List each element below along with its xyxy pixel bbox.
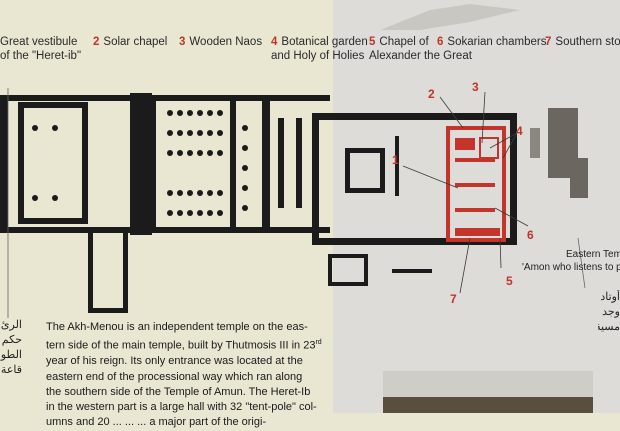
photo-sky xyxy=(383,371,593,397)
legend-num-6: 6 xyxy=(437,36,444,48)
photo-ground xyxy=(383,397,593,413)
right-panel-background xyxy=(333,0,620,413)
callout-1: 1 xyxy=(392,153,399,167)
description-line-4: eastern end of the processional way whic… xyxy=(46,370,303,383)
description-line-2-sup: rd xyxy=(315,339,322,347)
description-line-6: in the western part is a large hall with… xyxy=(46,401,317,414)
description-line-2: tern side of the main temple, built by T… xyxy=(46,335,344,354)
legend-label-6: Sokarian chambers xyxy=(447,36,547,48)
callout-5: 5 xyxy=(506,274,513,288)
description-line-2-text: tern side of the main temple, built by T… xyxy=(46,339,316,352)
legend-num-3: 3 xyxy=(179,36,186,48)
legend-num-4: 4 xyxy=(271,36,278,48)
legend-label-4b: and Holy of Holies xyxy=(271,50,365,62)
callout-6: 6 xyxy=(527,228,534,242)
legend-item-1: Great vestibule of the "Heret-ib" xyxy=(0,35,81,63)
temple-floor-plan xyxy=(0,88,588,318)
legend-label-7: Southern stor xyxy=(555,36,620,48)
legend-label-5b: Alexander the Great xyxy=(369,50,472,62)
callout-7: 7 xyxy=(450,292,457,306)
arabic-text-left: الرئ حكم الطو قاعة xyxy=(0,319,22,376)
description-line-3: year of his reign. Its only entrance was… xyxy=(46,355,303,368)
shadow-silhouette xyxy=(380,4,520,30)
leader-lines xyxy=(7,88,586,318)
legend-label-3: Wooden Naos xyxy=(189,36,263,48)
column-grid-left xyxy=(32,125,58,201)
legend-label-1a: Great vestibule xyxy=(0,36,78,48)
column-grid-hall xyxy=(167,110,248,216)
description-line-5: the southern side of the Temple of Amun.… xyxy=(46,385,311,398)
legend-label-2: Solar chapel xyxy=(103,36,168,48)
arabic-text-right: أوتاد وجد مسية xyxy=(598,291,620,333)
legend-num-5: 5 xyxy=(369,36,376,48)
callout-2: 2 xyxy=(428,87,435,101)
eastern-temple-line2: 'Amon who listens to p xyxy=(522,262,620,273)
legend-label-4a: Botanical garden xyxy=(281,36,368,48)
legend-num-7: 7 xyxy=(545,36,552,48)
legend-label-5a: Chapel of xyxy=(379,36,429,48)
landscape-photo xyxy=(383,371,593,413)
description-text: The Akh-Menou is an independent temple o… xyxy=(46,320,344,431)
eastern-temple-label: Eastern Temple 'Amon who listens to p xyxy=(522,248,620,274)
eastern-temple-line1: Eastern Temple xyxy=(566,249,620,260)
description-line-1: The Akh-Menou is an independent temple o… xyxy=(46,321,308,333)
legend-num-2: 2 xyxy=(93,36,100,48)
description-line-7: umns and 20 ... ... ... a major part of … xyxy=(46,416,267,429)
legend-label-1b: of the "Heret-ib" xyxy=(0,50,82,62)
callout-4: 4 xyxy=(516,124,523,138)
callout-3: 3 xyxy=(472,80,479,94)
